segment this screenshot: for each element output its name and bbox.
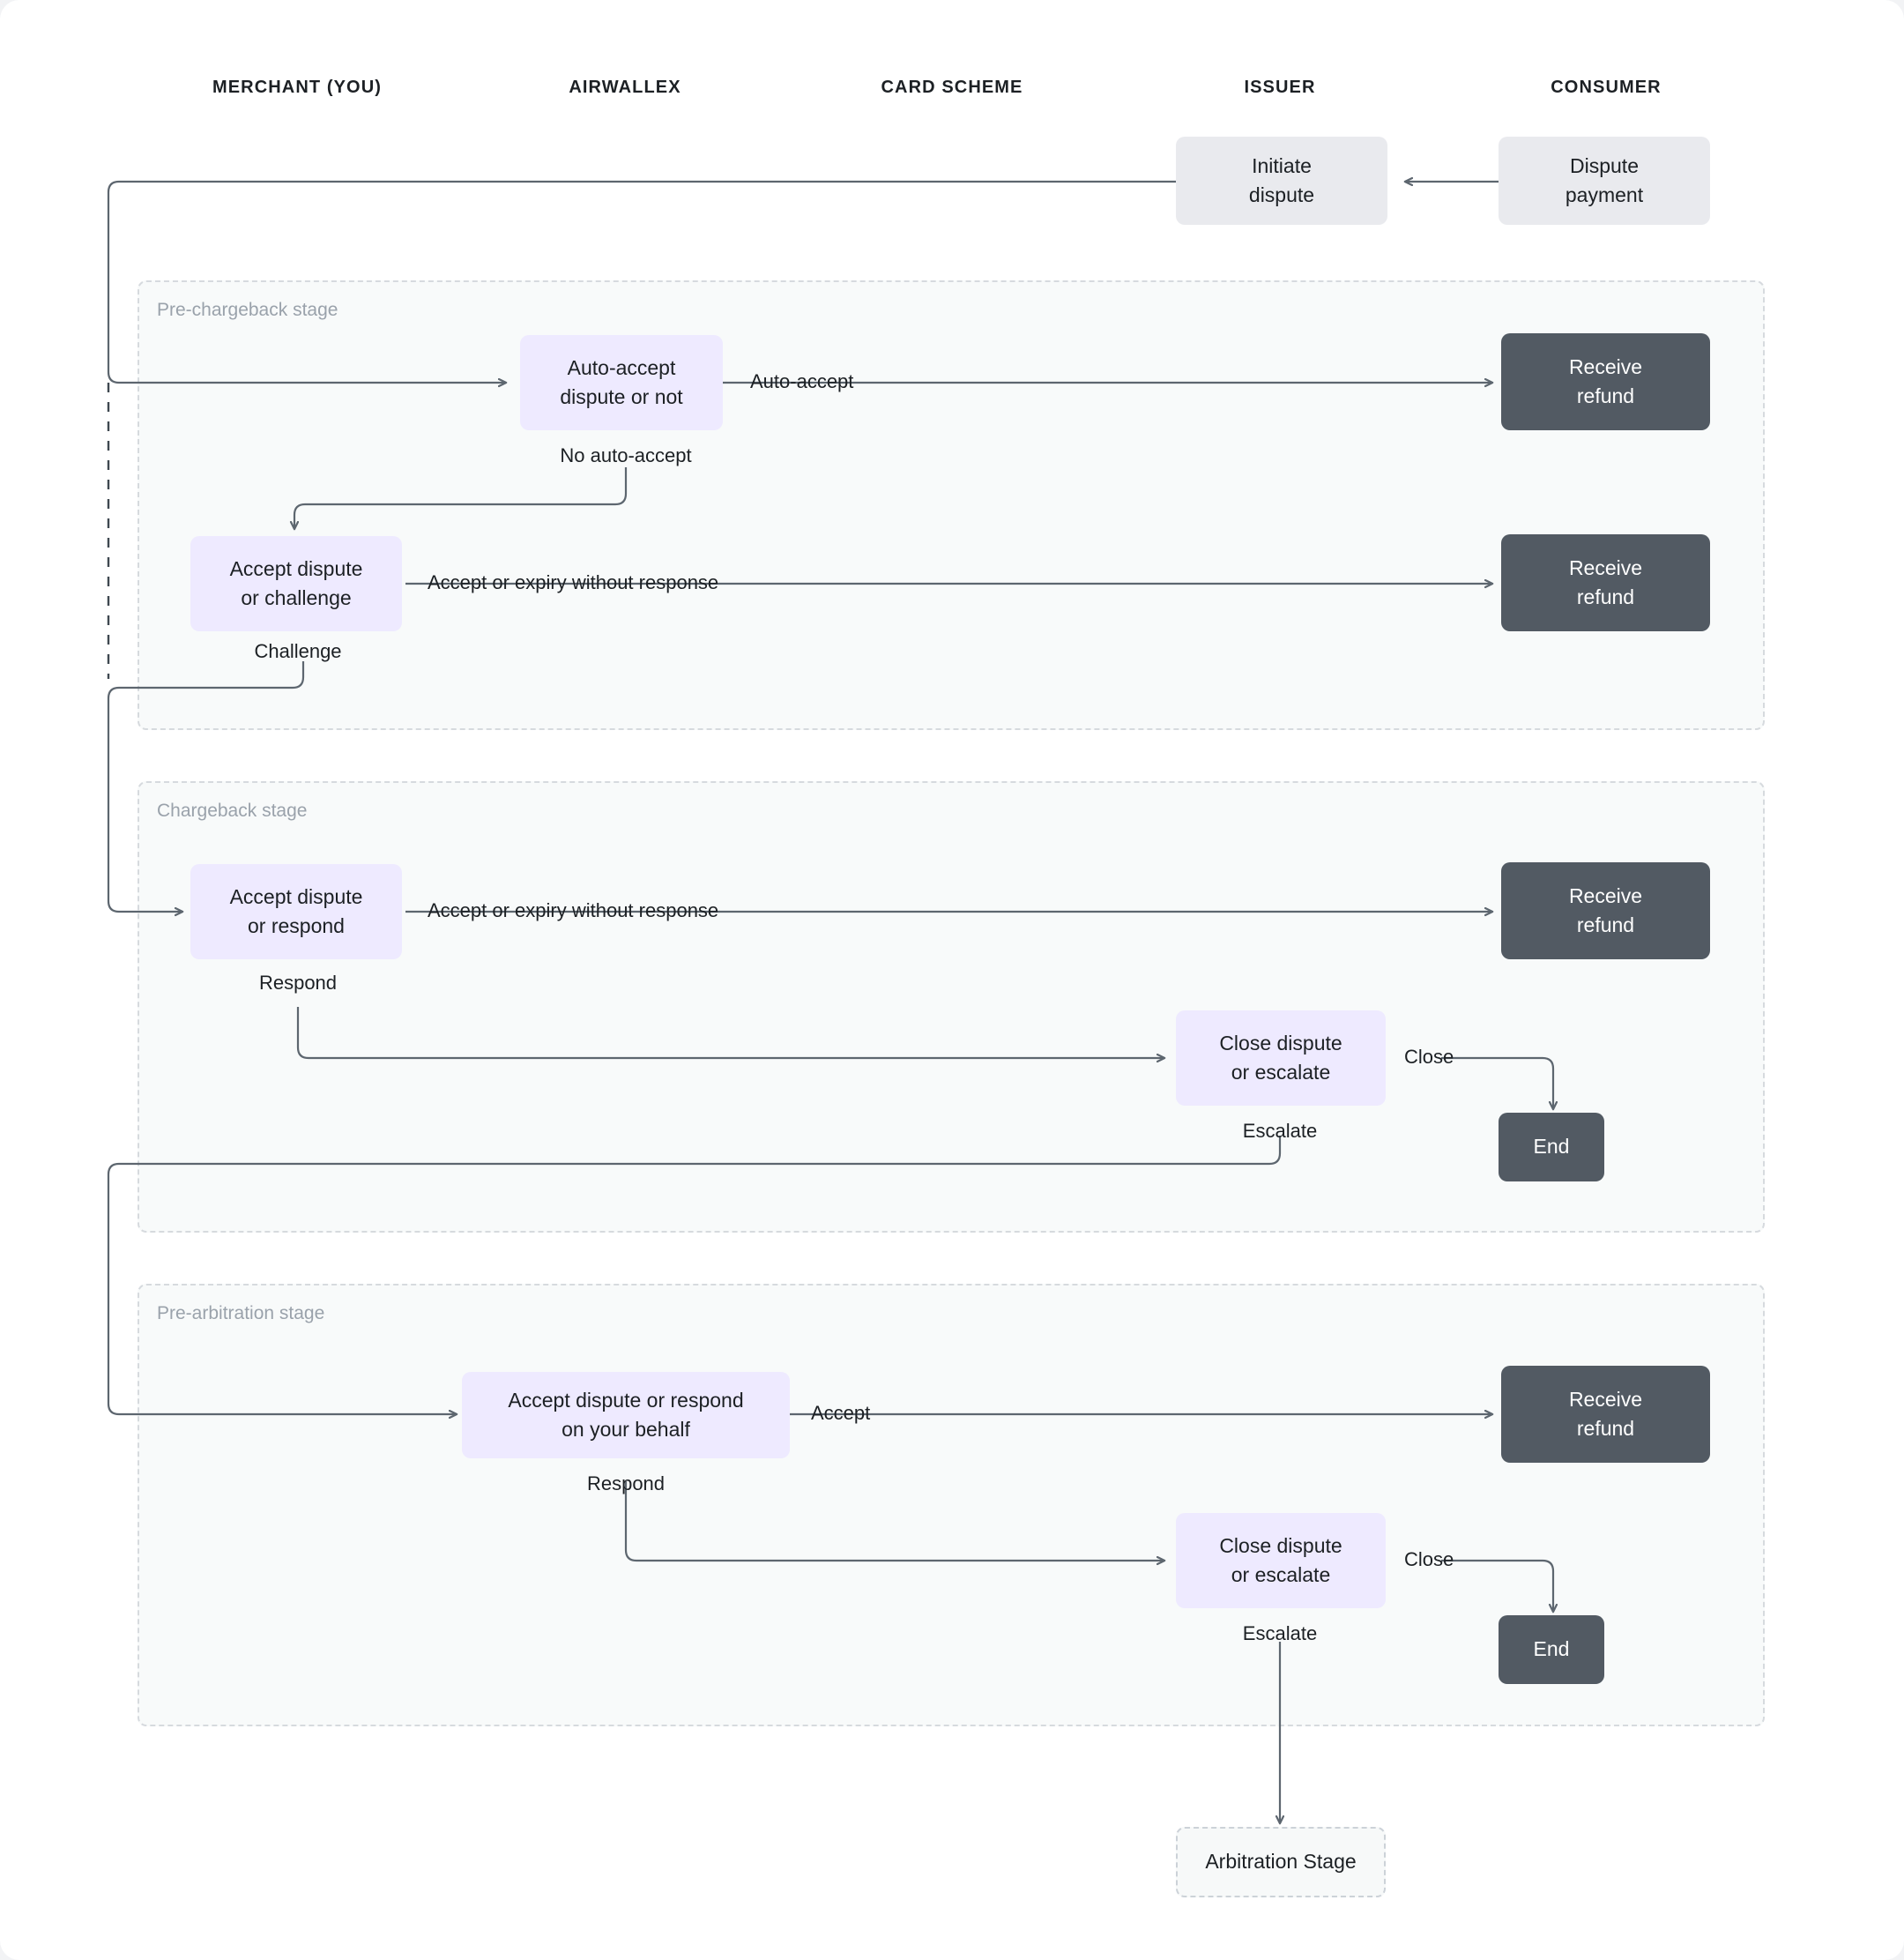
node-close-dispute-or-escalate-1-label: Close dispute or escalate (1219, 1031, 1342, 1084)
node-receive-refund-2[interactable]: Receive refund (1501, 534, 1710, 631)
column-header-consumer: CONSUMER (1551, 78, 1662, 97)
edge-label-close-1: Close (1404, 1046, 1454, 1068)
stage-label-pre-chargeback: Pre-chargeback stage (157, 300, 338, 320)
edge-label-challenge: Challenge (254, 640, 342, 662)
node-receive-refund-3-label: Receive refund (1568, 883, 1643, 936)
edge-label-respond-1: Respond (258, 972, 338, 994)
node-close-dispute-or-escalate-2-label: Close dispute or escalate (1219, 1533, 1342, 1586)
edge-label-accept-or-expiry-1: Accept or expiry without response (428, 571, 719, 593)
node-receive-refund-2-label: Receive refund (1568, 555, 1643, 608)
edge-label-accept-or-expiry-2: Accept or expiry without response (428, 899, 719, 921)
node-end-1-label: End (1533, 1135, 1570, 1159)
node-receive-refund-1[interactable]: Receive refund (1501, 333, 1710, 430)
stage-label-chargeback: Chargeback stage (157, 801, 308, 821)
stage-label-pre-arbitration: Pre-arbitration stage (157, 1303, 325, 1323)
column-header-issuer: ISSUER (1244, 78, 1316, 97)
edge-label-auto-accept: Auto-accept (750, 370, 854, 392)
node-accept-dispute-or-challenge[interactable]: Accept dispute or challenge (190, 536, 402, 631)
edge-label-no-auto-accept: No auto-accept (560, 444, 692, 466)
node-accept-dispute-or-respond-on-your-behalf[interactable]: Accept dispute or respond on your behalf (462, 1372, 790, 1458)
node-initiate-dispute[interactable]: Initiate dispute (1176, 137, 1387, 225)
edge-label-escalate-2: Escalate (1242, 1622, 1318, 1644)
node-initiate-dispute-label: Initiate dispute (1248, 153, 1315, 206)
node-close-dispute-or-escalate-1[interactable]: Close dispute or escalate (1176, 1010, 1386, 1106)
column-header-card-scheme: CARD SCHEME (881, 78, 1023, 97)
node-accept-dispute-or-respond-label: Accept dispute or respond (229, 884, 363, 937)
edge-label-escalate-1: Escalate (1242, 1120, 1318, 1142)
node-accept-dispute-or-challenge-label: Accept dispute or challenge (229, 556, 363, 609)
column-header-merchant: MERCHANT (YOU) (212, 78, 383, 97)
node-receive-refund-3[interactable]: Receive refund (1501, 862, 1710, 959)
node-arbitration-stage-label: Arbitration Stage (1205, 1850, 1357, 1874)
node-dispute-payment-label: Dispute payment (1565, 153, 1644, 206)
edge-label-respond-2: Respond (586, 1472, 666, 1494)
node-end-2-label: End (1533, 1637, 1570, 1661)
node-accept-dispute-or-respond[interactable]: Accept dispute or respond (190, 864, 402, 959)
node-dispute-payment[interactable]: Dispute payment (1499, 137, 1710, 225)
edge-label-accept: Accept (811, 1402, 871, 1424)
node-arbitration-stage[interactable]: Arbitration Stage (1176, 1827, 1386, 1897)
edge-label-close-2: Close (1404, 1548, 1454, 1570)
column-header-airwallex: AIRWALLEX (569, 78, 681, 97)
node-receive-refund-4[interactable]: Receive refund (1501, 1366, 1710, 1463)
node-end-1[interactable]: End (1499, 1113, 1604, 1181)
node-receive-refund-4-label: Receive refund (1568, 1387, 1643, 1440)
node-close-dispute-or-escalate-2[interactable]: Close dispute or escalate (1176, 1513, 1386, 1608)
node-receive-refund-1-label: Receive refund (1568, 354, 1643, 407)
node-end-2[interactable]: End (1499, 1615, 1604, 1684)
node-auto-accept-dispute-or-not[interactable]: Auto-accept dispute or not (520, 335, 723, 430)
node-accept-dispute-or-respond-on-your-behalf-label: Accept dispute or respond on your behalf (508, 1388, 744, 1441)
node-auto-accept-dispute-or-not-label: Auto-accept dispute or not (560, 355, 683, 408)
